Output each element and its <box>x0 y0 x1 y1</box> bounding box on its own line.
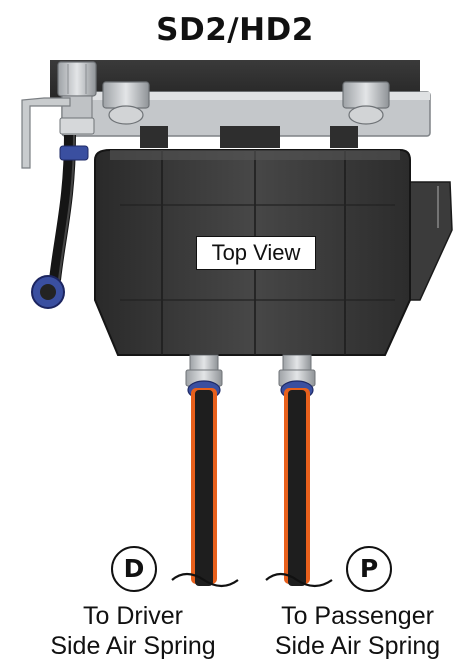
passenger-badge: P <box>346 546 392 592</box>
inlet-fitting <box>21 61 97 169</box>
top-view-label: Top View <box>196 236 316 270</box>
driver-label-line1: To Driver <box>82 602 183 630</box>
side-hose <box>31 134 89 309</box>
driver-hose-break-line <box>171 572 239 588</box>
passenger-hose-break-line <box>265 572 333 588</box>
driver-badge: D <box>111 546 157 592</box>
mount-bracket <box>61 91 431 148</box>
driver-label: To Driver Side Air Spring <box>18 601 248 661</box>
housing-side-lip <box>404 181 453 301</box>
passenger-label-line2: Side Air Spring <box>274 632 441 660</box>
passenger-label: To Passenger Side Air Spring <box>250 601 465 661</box>
driver-label-line2: Side Air Spring <box>50 632 216 660</box>
driver-air-hose <box>191 388 217 586</box>
diagram-title: SD2/HD2 <box>156 12 314 48</box>
bracket-bolt-left <box>102 81 150 125</box>
passenger-air-hose <box>284 388 310 586</box>
bracket-bolt-right <box>342 81 390 125</box>
passenger-label-line1: To Passenger <box>281 602 434 630</box>
